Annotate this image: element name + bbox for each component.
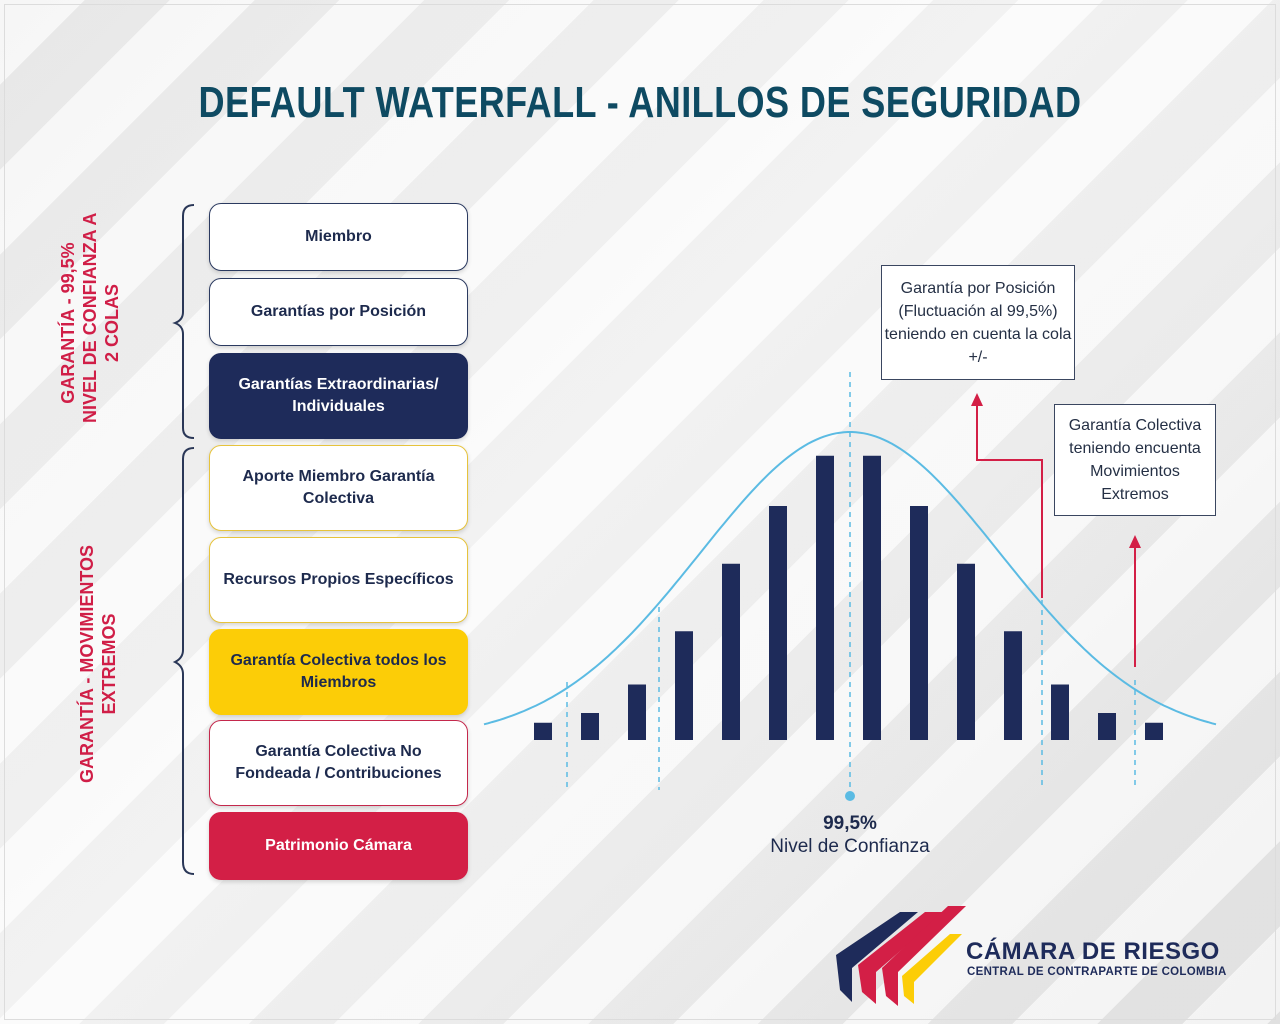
bar-3 xyxy=(628,684,646,740)
logo-stripe-navy xyxy=(836,912,918,1002)
callout-garantia-posicion: Garantía por Posición (Fluctuación al 99… xyxy=(881,265,1075,380)
waterfall-box-label: Aporte Miembro Garantía Colectiva xyxy=(242,468,435,507)
waterfall-box-aporte-miembro: Aporte Miembro Garantía Colectiva xyxy=(209,445,468,531)
arrow-posicion xyxy=(976,404,1043,598)
waterfall-box-no-fondeada: Garantía Colectiva No Fondeada / Contrib… xyxy=(209,720,468,806)
waterfall-box-garantias-extraordinarias: Garantías Extraordinarias/ Individuales xyxy=(209,353,468,439)
bar-8 xyxy=(863,455,881,740)
waterfall-box-garantias-posicion: Garantías por Posición xyxy=(209,278,468,346)
bar-11 xyxy=(1004,631,1022,740)
logo-stripe-red-2 xyxy=(882,906,966,1006)
top-brace xyxy=(172,204,195,439)
bar-7 xyxy=(816,455,834,740)
waterfall-box-label: Patrimonio Cámara xyxy=(265,837,412,854)
waterfall-box-label: Garantías por Posición xyxy=(250,303,427,320)
confidence-label: 99,5% Nivel de Confianza xyxy=(740,812,960,858)
bar-13 xyxy=(1098,713,1116,740)
logo-name: CÁMARA DE RIESGO xyxy=(966,938,1220,965)
bar-4 xyxy=(675,631,693,740)
waterfall-box-label: Garantía Colectiva No Fondeada / Contrib… xyxy=(235,743,442,782)
logo-tagline: CENTRAL DE CONTRAPARTE DE COLOMBIA xyxy=(967,966,1227,978)
waterfall-box-label: Garantías Extraordinarias/ Individuales xyxy=(238,376,439,415)
confidence-text: Nivel de Confianza xyxy=(770,836,930,857)
callout-garantia-colectiva-text: Garantía Colectiva teniendo encuenta Mov… xyxy=(1068,417,1202,503)
waterfall-box-label: Recursos Propios Específicos xyxy=(223,571,454,588)
bar-14 xyxy=(1145,722,1163,740)
callout-garantia-posicion-text: Garantía por Posición (Fluctuación al 99… xyxy=(884,279,1072,366)
confidence-percent: 99,5% xyxy=(823,813,877,834)
waterfall-box-patrimonio: Patrimonio Cámara xyxy=(209,812,468,880)
waterfall-box-label: Miembro xyxy=(305,228,372,245)
page-title: DEFAULT WATERFALL - ANILLOS DE SEGURIDAD xyxy=(198,78,1082,127)
bar-group xyxy=(534,455,1163,740)
callout-garantia-colectiva: Garantía Colectiva teniendo encuenta Mov… xyxy=(1054,404,1216,516)
bar-10 xyxy=(957,563,975,740)
page-frame xyxy=(4,4,1276,1020)
waterfall-box-miembro: Miembro xyxy=(209,203,468,271)
dashed-guides xyxy=(566,372,1136,795)
waterfall-box-recursos-propios: Recursos Propios Específicos xyxy=(209,537,468,623)
confidence-marker-dot xyxy=(845,791,855,801)
bottom-brace xyxy=(172,447,195,875)
bar-5 xyxy=(722,563,740,740)
arrow-colectiva-head xyxy=(1129,535,1141,548)
bar-12 xyxy=(1051,684,1069,740)
bar-2 xyxy=(581,713,599,740)
waterfall-box-label: Garantía Colectiva todos los Miembros xyxy=(230,652,447,691)
arrow-posicion-head xyxy=(971,393,983,406)
logo-stripe-yellow xyxy=(902,934,962,1004)
logo-stripe-red-1 xyxy=(858,912,945,1004)
bar-6 xyxy=(769,506,787,740)
waterfall-box-garantia-colectiva: Garantía Colectiva todos los Miembros xyxy=(209,629,468,715)
bar-1 xyxy=(534,722,552,740)
bar-9 xyxy=(910,506,928,740)
